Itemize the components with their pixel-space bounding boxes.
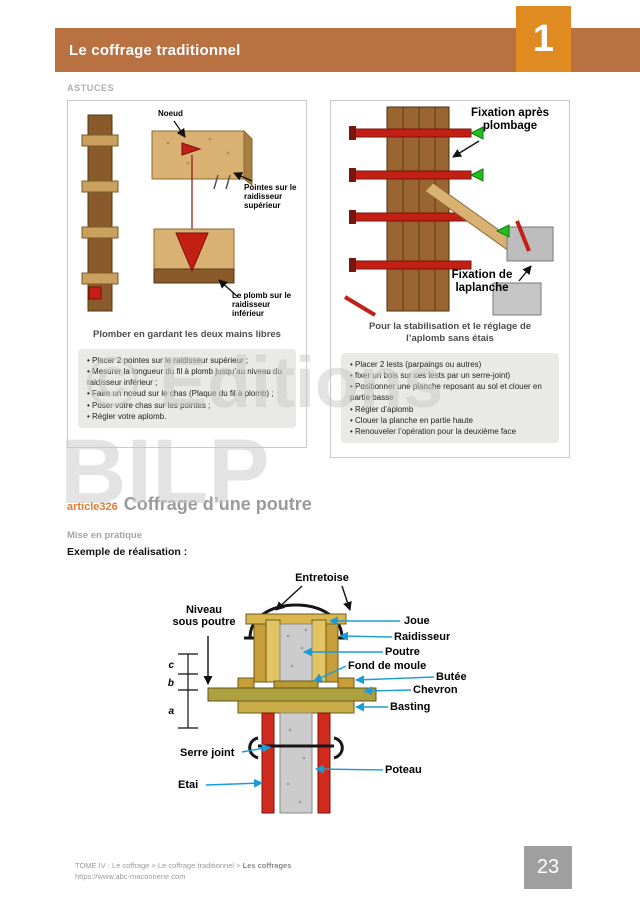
list-item: fixer un bois sur ces lests par un serre…	[350, 370, 550, 381]
raidisseur-left	[253, 623, 267, 683]
astuces-label: ASTUCES	[67, 83, 115, 93]
list-item: Régler votre aplomb.	[87, 411, 287, 422]
plumb-illustration: Noeud Pointes sur le raidisseur supérieu…	[68, 101, 306, 327]
breadcrumb: TOME IV : Le coffrage > Le coffrage trad…	[75, 860, 291, 871]
poteau-concrete	[279, 712, 313, 814]
astuce-left-caption: Plomber en gardant les deux mains libres	[93, 329, 281, 340]
serre-joint-red	[515, 220, 531, 252]
concrete-weight	[492, 282, 542, 316]
label-chevron: Chevron	[413, 684, 458, 696]
source-url[interactable]: https://www.abc-maconnerie.com	[75, 872, 186, 882]
label-fond-de-moule: Fond de moule	[348, 660, 427, 672]
green-arrow	[469, 126, 484, 140]
footer: TOME IV : Le coffrage > Le coffrage trad…	[75, 860, 291, 883]
joue-right	[311, 619, 327, 683]
label-entretoise: Entretoise	[295, 572, 349, 584]
plumb-illustration-drawing	[81, 114, 253, 312]
beam-diagram-drawing: c b a	[168, 585, 435, 814]
label-pointes: Pointes sur le raidisseur supérieur	[244, 183, 297, 211]
list-item: Régler d’aplomb	[350, 404, 550, 415]
astuce-box-plumb: Noeud Pointes sur le raidisseur supérieu…	[67, 100, 307, 448]
basting-plank	[237, 700, 355, 714]
label-butee: Butée	[436, 671, 467, 683]
etai-right	[317, 712, 331, 814]
example-label: Exemple de réalisation :	[67, 546, 188, 558]
dim-a: a	[168, 706, 174, 717]
article-subtitle: Mise en pratique	[67, 530, 142, 541]
dim-c: c	[168, 660, 174, 671]
list-item: Mesurer la longueur du fil à plomb jusqu…	[87, 366, 287, 388]
fond-de-moule	[273, 680, 319, 689]
label-serre-joint: Serre joint	[180, 747, 235, 759]
list-item: Renouveler l’opération pour la deuxième …	[350, 426, 550, 437]
astuce-box-stabilisation: Fixation après plombage Fixation de lapl…	[330, 100, 570, 458]
label-plomb: Le plomb sur le raidisseur inférieur	[232, 291, 292, 319]
list-item: Positionner une planche reposant au sol …	[350, 381, 550, 403]
chevron-plank	[207, 687, 377, 702]
blue-arrows	[205, 616, 435, 788]
label-fixation-de-la-planche: Fixation de laplanche	[451, 269, 513, 295]
label-raidisseur: Raidisseur	[394, 631, 451, 643]
breadcrumb-prefix: TOME IV : Le coffrage > Le coffrage trad…	[75, 861, 243, 870]
dim-b: b	[168, 678, 174, 689]
red-block	[88, 286, 102, 300]
butee-left	[237, 677, 255, 689]
list-item: Faire un noeud sur le chas (Plaque du fi…	[87, 388, 287, 399]
label-basting: Basting	[390, 701, 431, 713]
etai-left	[261, 712, 275, 814]
astuce-right-bullets: Placer 2 lests (parpaings ou autres) fix…	[341, 352, 559, 444]
beam-formwork-diagram: c b a Entretoise Niveau sous poutre Joue…	[60, 570, 580, 822]
green-arrow	[469, 168, 484, 182]
label-niveau-sous-poutre: Niveau sous poutre	[172, 604, 236, 629]
astuce-right-caption: Pour la stabilisation et le réglage de l…	[368, 321, 532, 344]
label-poutre: Poutre	[385, 646, 420, 658]
page-number-badge: 23	[524, 846, 572, 889]
formwork-column	[386, 106, 450, 312]
label-fixation-apres-plombage: Fixation après plombage	[471, 107, 549, 133]
entretoise-bar	[245, 613, 347, 625]
breadcrumb-current: Les coffrages	[242, 861, 292, 870]
knot-marker	[181, 142, 202, 156]
list-item: Placer 2 pointes sur le raidisseur supér…	[87, 355, 287, 366]
dimension-lines: c b a	[168, 653, 198, 729]
label-joue: Joue	[404, 615, 430, 627]
plumb-bob	[175, 232, 209, 273]
stabilisation-illustration: Fixation après plombage Fixation de lapl…	[331, 101, 569, 319]
label-noeud: Noeud	[158, 109, 183, 118]
article-heading: article326 Coffrage d’une poutre	[67, 494, 312, 515]
nail	[225, 174, 231, 190]
page-title: Le coffrage traditionnel	[69, 41, 241, 59]
concrete-weight	[506, 226, 554, 262]
joue-left	[265, 619, 281, 683]
upper-raidisseur-board	[151, 130, 245, 180]
label-poteau: Poteau	[385, 764, 422, 776]
list-item: Poser votre chas sur les pointes ;	[87, 400, 287, 411]
stabilisation-illustration-drawing	[343, 106, 554, 317]
astuce-left-bullets: Placer 2 pointes sur le raidisseur supér…	[78, 348, 296, 428]
green-arrow	[495, 224, 510, 238]
page-number: 23	[536, 856, 560, 878]
list-item: Clouer la planche en partie haute	[350, 415, 550, 426]
list-item: Placer 2 lests (parpaings ou autres)	[350, 359, 550, 370]
chapter-number-box: 1	[516, 6, 571, 72]
nail	[213, 174, 219, 190]
article-id: article326	[67, 501, 118, 513]
chapter-number: 1	[532, 17, 555, 60]
article-title: Coffrage d’une poutre	[123, 494, 312, 514]
label-etai: Etai	[178, 779, 199, 791]
butee-right	[337, 677, 355, 689]
